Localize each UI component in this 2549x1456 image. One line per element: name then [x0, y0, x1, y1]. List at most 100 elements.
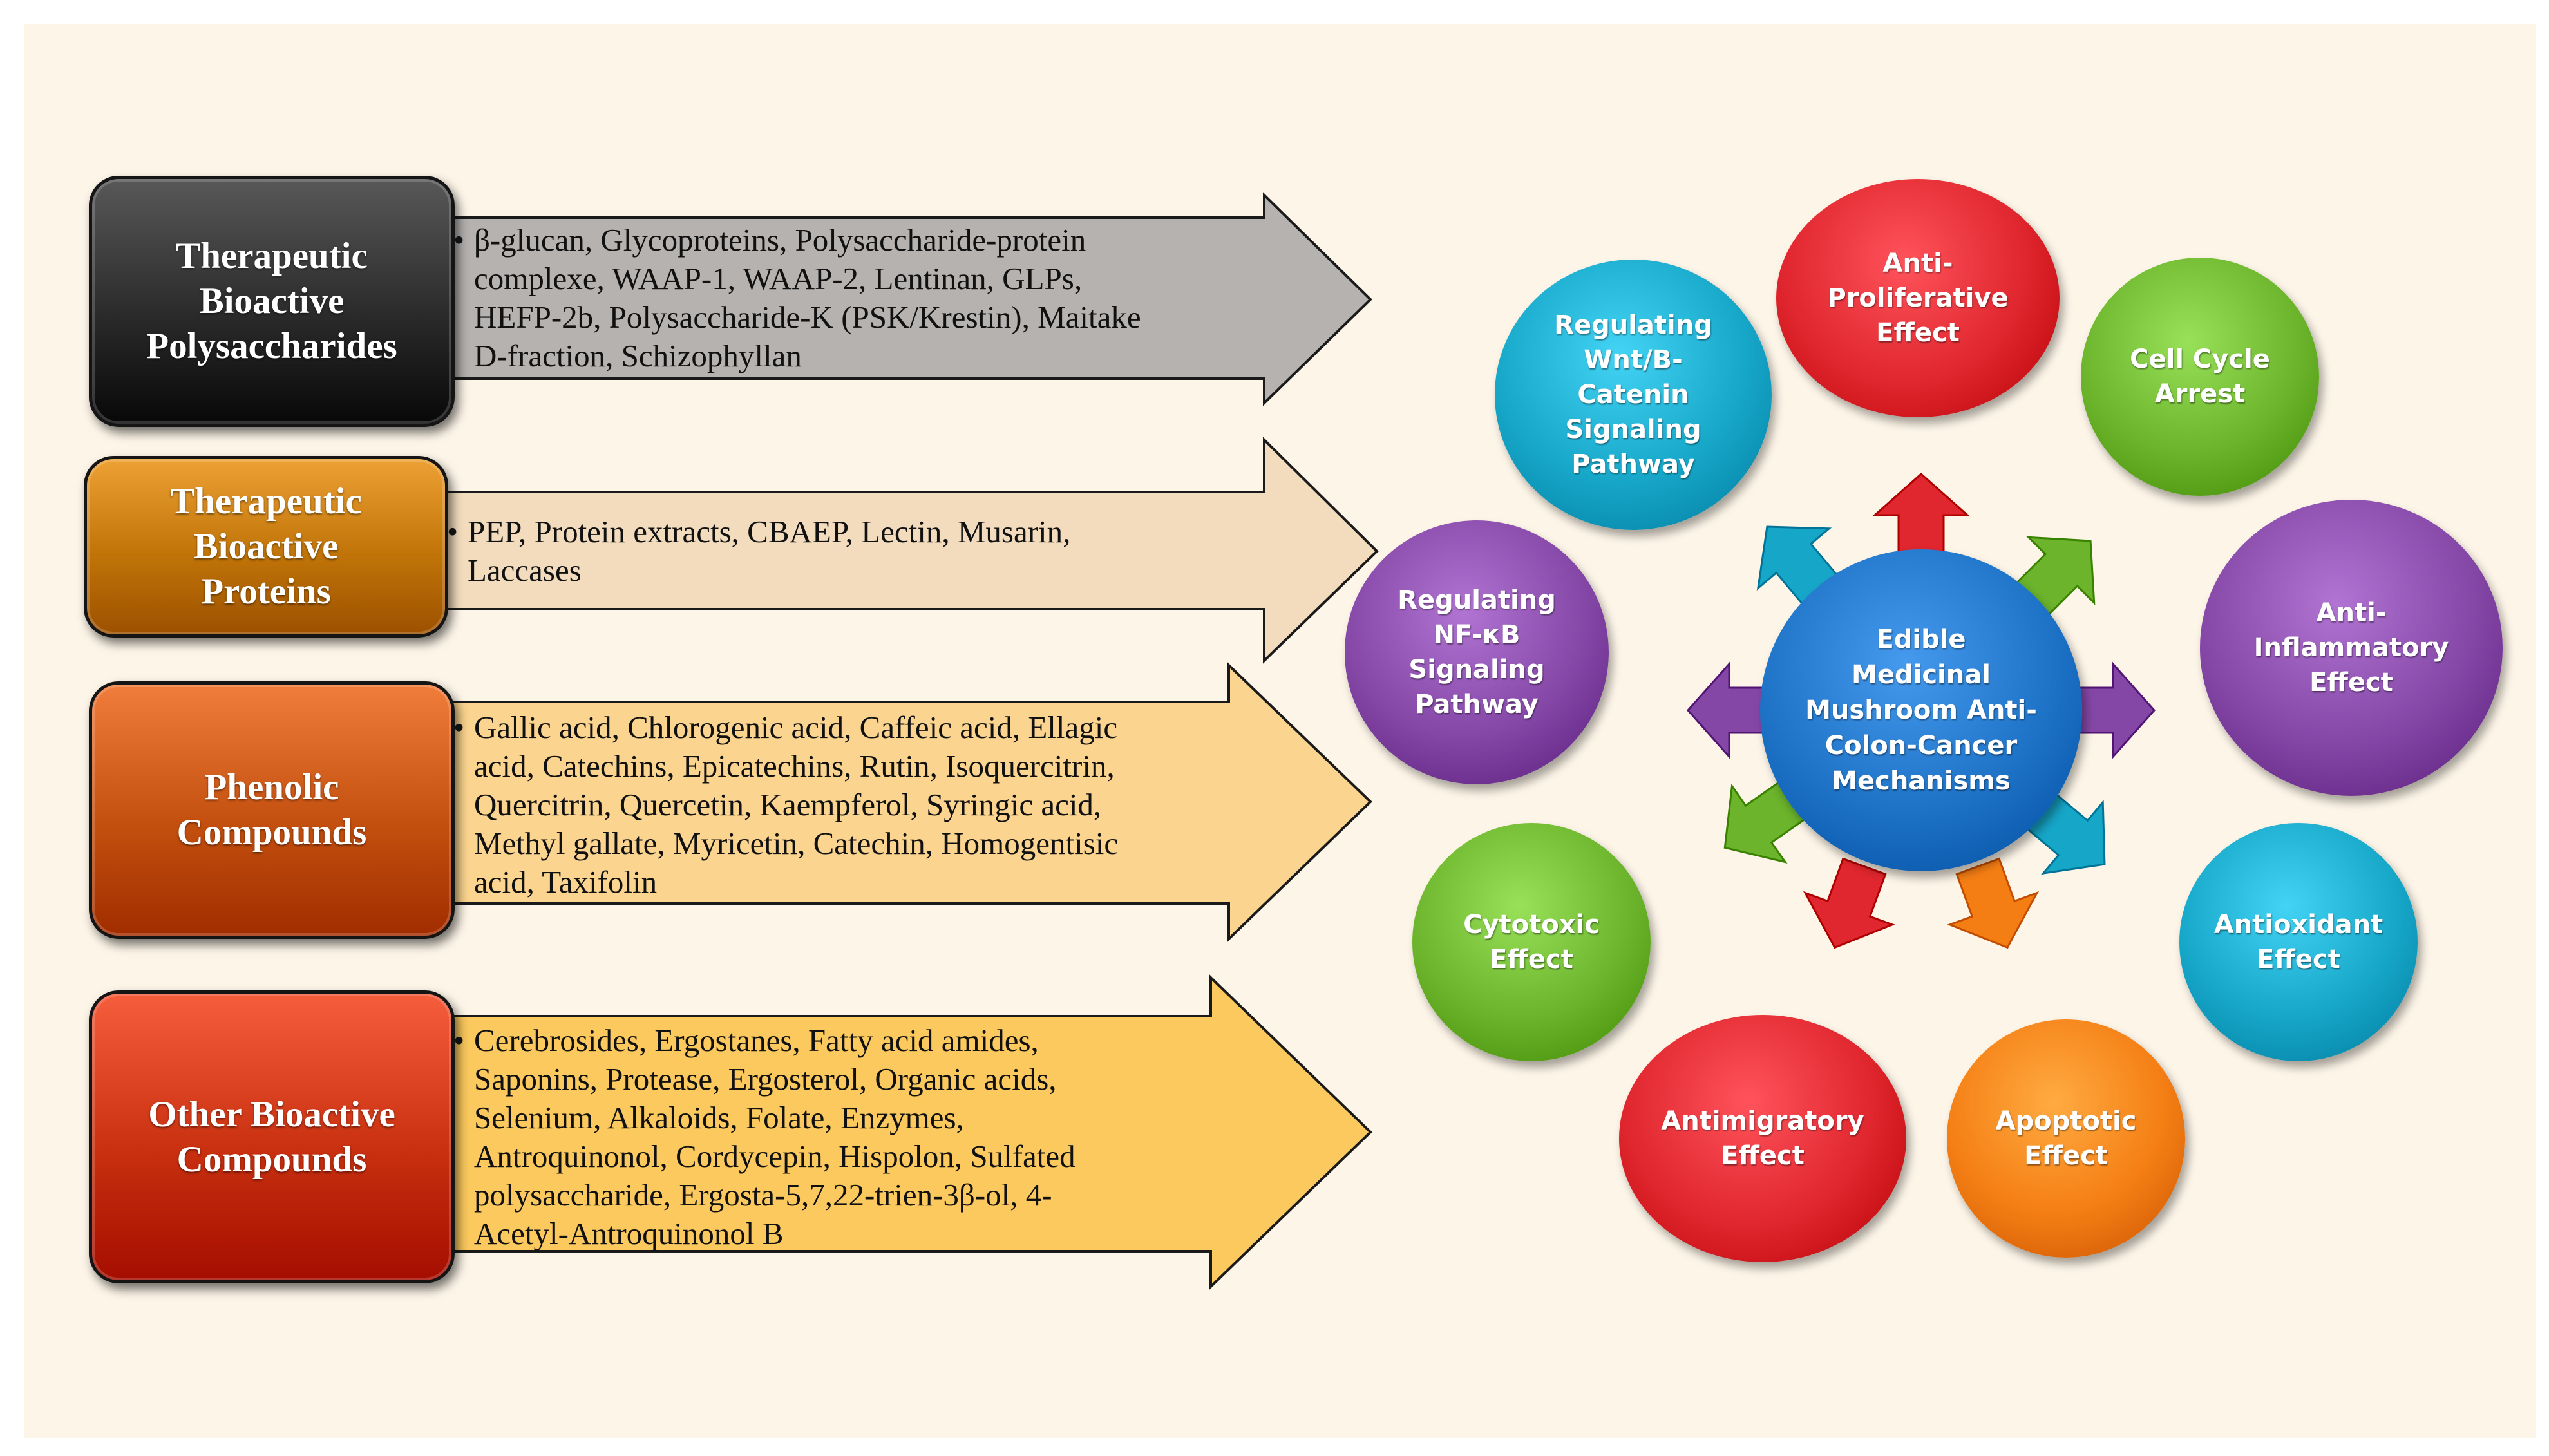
node-anti-proliferative: Anti- Proliferative Effect: [1776, 179, 2060, 417]
node-label: Regulating NF-κB Signaling Pathway: [1398, 583, 1556, 722]
label-line: Cell Cycle: [2130, 345, 2270, 374]
category-items-proteins: • PEP, Protein extracts, CBAEP, Lectin, …: [447, 513, 1071, 590]
node-label: Regulating Wnt/B- Catenin Signaling Path…: [1554, 308, 1712, 482]
label-line: Apoptotic: [1995, 1106, 2137, 1136]
label-line: Effect: [2309, 668, 2393, 697]
node-anti-inflammatory: Anti- Inflammatory Effect: [2200, 500, 2503, 796]
category-box-phenolics: Phenolic Compounds: [89, 681, 455, 939]
category-box-proteins: Therapeutic Bioactive Proteins: [84, 456, 448, 638]
items-line: Quercitrin, Quercetin, Kaempferol, Syrin…: [474, 787, 1102, 822]
label-line: Anti-: [2316, 598, 2387, 628]
label-line: Effect: [2024, 1141, 2108, 1171]
items-line: acid, Catechins, Epicatechins, Rutin, Is…: [474, 748, 1115, 784]
label-line: Arrest: [2154, 379, 2246, 409]
title-line: Therapeutic: [176, 236, 368, 276]
title-line: Polysaccharides: [146, 326, 397, 366]
label-line: Effect: [1721, 1141, 1805, 1171]
mechanism-arrows: [1686, 472, 2156, 949]
label-line: Pathway: [1415, 690, 1539, 719]
node-antimigratory: Antimigratory Effect: [1619, 1015, 1906, 1262]
label-line: Edible: [1876, 624, 1966, 654]
node-label: Anti- Proliferative Effect: [1827, 246, 2008, 350]
mechanism-arrow: [1872, 472, 1970, 562]
mechanism-arrow-shape: [1803, 857, 1895, 949]
label-line: Pathway: [1571, 449, 1695, 479]
mechanism-arrow-shape: [1947, 857, 2040, 949]
category-box-other: Other Bioactive Compounds: [89, 990, 455, 1283]
items-line: PEP, Protein extracts, CBAEP, Lectin, Mu…: [468, 514, 1071, 549]
node-cytotoxic: Cytotoxic Effect: [1412, 823, 1651, 1061]
category-arrow-proteins: [435, 437, 1379, 664]
label-line: Regulating: [1554, 310, 1712, 340]
node-apoptotic: Apoptotic Effect: [1947, 1019, 2185, 1258]
items-line: Methyl gallate, Myricetin, Catechin, Hom…: [474, 826, 1119, 861]
title-line: Bioactive: [193, 526, 339, 567]
items-line: Laccases: [468, 553, 582, 588]
node-wnt-catenin-pathway: Regulating Wnt/B- Catenin Signaling Path…: [1495, 260, 1772, 530]
category-box-polysaccharides: Therapeutic Bioactive Polysaccharides: [89, 176, 455, 427]
bullet: •: [453, 1023, 465, 1058]
bullet: •: [453, 222, 465, 258]
mechanism-arrow: [1947, 857, 2040, 949]
items-line: Gallic acid, Chlorogenic acid, Caffeic a…: [474, 710, 1118, 745]
title-line: Bioactive: [199, 281, 345, 321]
category-items-phenolics: • Gallic acid, Chlorogenic acid, Caffeic…: [453, 708, 1119, 902]
label-line: Inflammatory: [2253, 633, 2449, 663]
items-line: Antroquinonol, Cordycepin, Hispolon, Sul…: [474, 1139, 1076, 1174]
items-line: Saponins, Protease, Ergosterol, Organic …: [474, 1061, 1057, 1097]
mechanism-arrow: [1803, 857, 1895, 949]
node-label: Cytotoxic Effect: [1463, 907, 1600, 977]
items-line: complexe, WAAP-1, WAAP-2, Lentinan, GLPs…: [474, 261, 1083, 296]
title-line: Other Bioactive: [148, 1093, 395, 1135]
category-items-polysaccharides: • β-glucan, Glycoproteins, Polysaccharid…: [453, 221, 1141, 375]
title-line: Proteins: [201, 571, 331, 612]
label-line: Mechanisms: [1832, 766, 2011, 796]
center-node: Edible Medicinal Mushroom Anti- Colon-Ca…: [1760, 549, 2082, 871]
title-line: Compounds: [176, 812, 367, 853]
category-title-proteins: Therapeutic Bioactive Proteins: [157, 479, 375, 614]
node-label: Antimigratory Effect: [1661, 1104, 1864, 1173]
label-line: Proliferative: [1827, 283, 2009, 313]
category-arrow-phenolics: [435, 662, 1372, 942]
label-line: Antioxidant: [2213, 910, 2383, 940]
items-line: acid, Taxifolin: [474, 864, 658, 900]
label-line: Antimigratory: [1661, 1106, 1864, 1136]
items-line: Selenium, Alkaloids, Folate, Enzymes,: [474, 1100, 964, 1135]
bullet: •: [453, 710, 465, 745]
label-line: Signaling: [1408, 655, 1545, 685]
node-label: Antioxidant Effect: [2214, 907, 2383, 977]
items-line: HEFP-2b, Polysaccharide-K (PSK/Krestin),…: [474, 299, 1141, 335]
label-line: Effect: [1490, 945, 1573, 974]
label-line: Effect: [1876, 318, 1960, 348]
label-line: Wnt/B-: [1584, 345, 1683, 375]
mechanism-arrow-shape: [1872, 472, 1970, 562]
label-line: Colon-Cancer: [1824, 730, 2018, 761]
label-line: Signaling: [1565, 415, 1701, 444]
label-line: Catenin: [1577, 380, 1689, 410]
items-line: polysaccharide, Ergosta-5,7,22-trien-3β-…: [474, 1177, 1052, 1213]
label-line: Anti-: [1882, 249, 1953, 278]
items-line: D-fraction, Schizophyllan: [474, 338, 802, 373]
label-line: Mushroom Anti-: [1805, 695, 2037, 725]
label-line: Cytotoxic: [1463, 910, 1600, 940]
category-items-other: • Cerebrosides, Ergostanes, Fatty acid a…: [453, 1021, 1076, 1253]
node-nf-kb-pathway: Regulating NF-κB Signaling Pathway: [1345, 520, 1609, 784]
category-arrow-other: [435, 974, 1372, 1290]
center-node-label: Edible Medicinal Mushroom Anti- Colon-Ca…: [1805, 622, 2037, 799]
node-label: Anti- Inflammatory Effect: [2254, 596, 2449, 700]
category-title-phenolics: Phenolic Compounds: [164, 765, 380, 855]
items-line: Acetyl-Antroquinonol B: [474, 1216, 784, 1251]
category-title-other: Other Bioactive Compounds: [135, 1092, 408, 1182]
node-cell-cycle-arrest: Cell Cycle Arrest: [2081, 258, 2319, 496]
items-line: β-glucan, Glycoproteins, Polysaccharide-…: [474, 222, 1086, 258]
title-line: Compounds: [176, 1139, 367, 1180]
bullet: •: [447, 514, 459, 549]
diagram-canvas: Therapeutic Bioactive Polysaccharides • …: [24, 24, 2536, 1438]
category-arrow-polysaccharides: [435, 192, 1372, 406]
title-line: Phenolic: [204, 767, 339, 808]
title-line: Therapeutic: [170, 481, 362, 522]
category-title-polysaccharides: Therapeutic Bioactive Polysaccharides: [133, 234, 410, 369]
node-antioxidant: Antioxidant Effect: [2179, 823, 2418, 1061]
label-line: Regulating: [1398, 585, 1556, 615]
label-line: Medicinal: [1852, 659, 1991, 690]
